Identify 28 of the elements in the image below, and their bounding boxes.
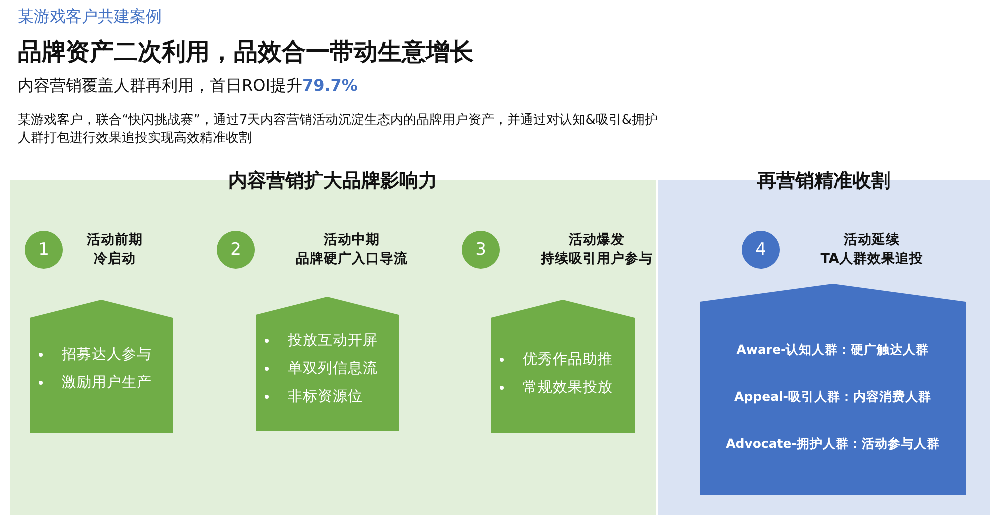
step-number: 2 [230,239,242,262]
bullet-text: 非标资源位 [288,388,363,407]
subtitle-text: 内容营销覆盖人群再利用，首日ROI提升79.7% [18,75,358,97]
bullet-text: 激励用户生产 [62,374,152,393]
step-title: 品牌硬广入口导流 [295,250,409,269]
step-title: TA人群效果追投 [820,250,924,269]
bullet-text: 常规效果投放 [523,379,613,398]
bullet-text: 招募达人参与 [62,346,152,365]
step-title: 活动中期 [323,231,381,250]
title-text: 品牌资产二次利用，品效合一带动生意增长 [18,37,474,68]
step-title: 冷启动 [93,250,137,269]
bullet-text: 单双列信息流 [288,360,378,379]
step-title: 活动延续 [843,231,901,250]
audience-text: Advocate-拥护人群：活动参与人群 [726,436,940,453]
bullet-text: 优秀作品助推 [523,351,613,370]
step-number: 1 [38,239,50,262]
description-text: 某游戏客户，联合“快闪挑战赛”，通过7天内容营销活动沉淀生态内的品牌用户资产，并通过对认知&吸引&拥护人群打包进行效果追投实现高效精准收割 [18,112,658,148]
panel-heading: 再营销精准收割 [758,169,890,194]
step-title: 活动爆发 [568,231,626,250]
step-title: 持续吸引用户参与 [540,250,654,269]
audience-text: Aware-认知人群：硬广触达人群 [736,342,930,359]
header-text: 某游戏客户共建案例 [18,6,162,28]
step-number: 4 [754,239,768,262]
audience-text: Appeal-吸引人群：内容消费人群 [734,389,932,406]
panel-heading: 内容营销扩大品牌影响力 [228,169,438,194]
step-title: 活动前期 [86,231,144,250]
step-number: 3 [474,239,488,262]
bullet-text: 投放互动开屏 [288,332,378,351]
